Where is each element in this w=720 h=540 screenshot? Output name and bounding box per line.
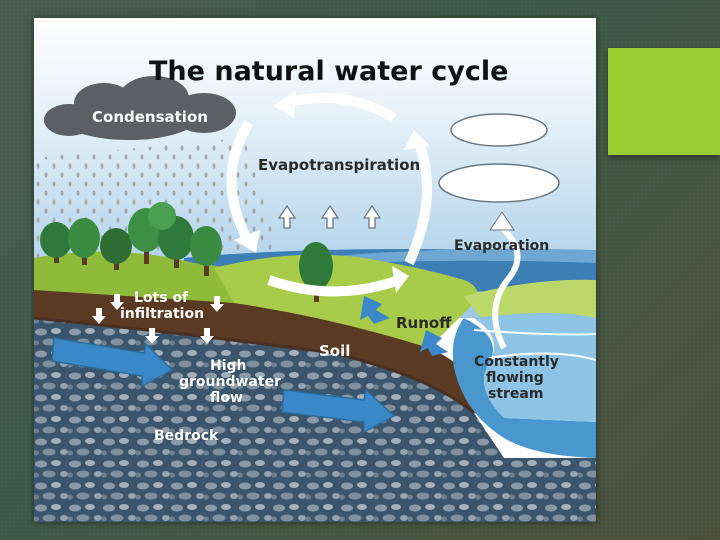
label-groundwater-3: flow — [210, 390, 243, 406]
label-evaporation: Evaporation — [454, 238, 549, 254]
label-infiltration-2: infiltration — [120, 306, 204, 322]
label-groundwater-1: High — [210, 358, 247, 374]
label-stream-2: flowing — [486, 370, 544, 386]
diagram-title: The natural water cycle — [149, 56, 508, 87]
label-infiltration-1: Lots of — [134, 290, 189, 306]
water-cycle-diagram: The natural water cycle Condensation Eva… — [34, 18, 596, 522]
label-stream-1: Constantly — [474, 354, 559, 370]
label-bedrock: Bedrock — [154, 428, 219, 444]
label-stream-3: stream — [488, 386, 543, 402]
accent-box — [608, 48, 720, 155]
label-groundwater-2: groundwater — [179, 374, 281, 390]
label-condensation: Condensation — [92, 108, 208, 126]
label-soil: Soil — [319, 342, 350, 360]
label-runoff: Runoff — [396, 314, 452, 332]
label-evapotranspiration: Evapotranspiration — [258, 156, 420, 174]
